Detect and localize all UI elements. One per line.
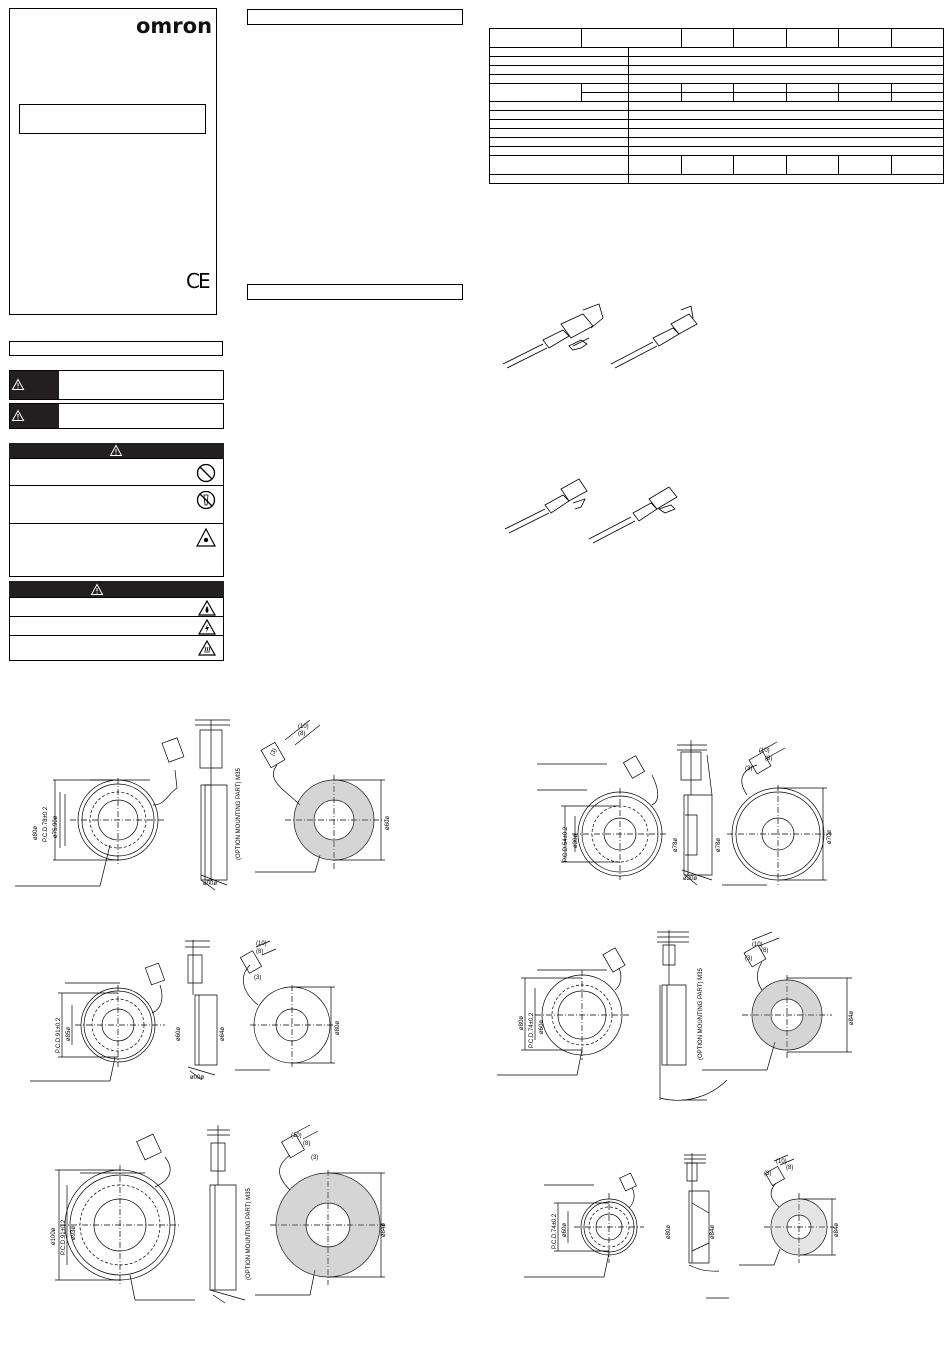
dimension-label: ø80ø <box>335 1021 341 1035</box>
dimension-label: (10) <box>256 941 267 947</box>
dimension-label: ø30ø <box>573 834 579 848</box>
dimension-label: (OPTION MOUNTING PART) M35 <box>698 968 704 1060</box>
dimension-label: ø84ø <box>849 1011 855 1025</box>
dimension-label: ø00ø <box>190 1075 204 1081</box>
dimension-label: ø85ø <box>66 1027 72 1041</box>
caution-row <box>9 635 224 661</box>
cover-panel <box>9 8 217 315</box>
dimension-label: P.C.D.54±0.2 <box>563 826 569 862</box>
dimension-label: ø60ø <box>539 1020 545 1034</box>
dimension-label: (3) <box>270 748 279 757</box>
dimension-label: (8) <box>786 1165 793 1171</box>
dimension-label: ø60ø <box>562 1223 568 1237</box>
light-hazard-icon <box>196 527 216 547</box>
dimension-label: P.C.D.74±0.2 <box>552 1213 558 1249</box>
dimension-label: ø80ø <box>519 1016 525 1030</box>
warning-triangle-icon <box>109 444 123 456</box>
product-name-box <box>19 104 206 134</box>
section-header <box>247 284 463 300</box>
no-disassembly-icon <box>196 490 216 510</box>
caution-table-header <box>9 581 224 597</box>
dimension-drawing-4: (10) (8) (3) ø80ø P.C.D.74±0.2 ø60ø (OPT… <box>497 930 855 1105</box>
dimension-label: (3) <box>745 956 752 962</box>
dimension-label: ø70ø <box>827 830 833 844</box>
dimension-label: ø100ø <box>51 1227 57 1245</box>
electric-shock-icon <box>197 618 217 635</box>
dimension-label: P.C.D.91±0.2 <box>61 1219 67 1255</box>
warning-table-header <box>9 443 224 458</box>
omron-logo: omron <box>136 14 213 38</box>
dimension-drawing-1: (10) (8) (3) ø80ø P.C.D.78±0.2 ø75.90ø ø… <box>15 710 391 890</box>
dimension-label: (10) <box>298 724 309 730</box>
dimension-label: (8) <box>761 948 768 954</box>
dimension-label: ø93ø <box>71 1226 77 1240</box>
section-header <box>247 9 463 25</box>
dimension-label: (10) <box>759 748 770 754</box>
signal-word-label <box>10 371 59 399</box>
signal-word-label <box>10 404 59 428</box>
dimension-label: ø75.90ø <box>53 815 59 838</box>
dimension-label: (OPTION MOUNTING PART) M35 <box>236 768 242 860</box>
dimension-drawing-2: (10) (8) (3) P.C.D.54±0.2 ø30ø ø78ø ø78ø… <box>537 740 833 900</box>
dimension-label: (OPTION MOUNTING PART) M35 <box>246 1188 252 1280</box>
dimension-label: ø84ø <box>381 1223 387 1237</box>
dimension-label: (10) <box>752 942 763 948</box>
caution-row <box>9 616 224 636</box>
hot-surface-icon <box>197 639 217 656</box>
dimension-drawing-3: (10) (8) (3) P.C.D.91±0.2 ø85ø ø60ø ø64ø… <box>30 935 341 1085</box>
dimension-label: (8) <box>303 1141 310 1147</box>
prohibition-icon <box>196 463 216 483</box>
dimension-label: (3) <box>311 1155 318 1161</box>
dimension-label: ø78ø <box>673 838 679 852</box>
dimension-label: ø60ø <box>385 816 391 830</box>
signal-word-caution <box>9 403 224 429</box>
dimension-label: (8) <box>256 949 263 955</box>
dimension-label: (8) <box>298 731 305 737</box>
dimension-label: (3) <box>745 766 752 772</box>
specifications-table <box>489 28 944 184</box>
dimension-drawing-5: (10) (8) (3) ø100ø P.C.D.91±0.2 ø93ø (OP… <box>51 1125 387 1305</box>
dimension-label: ø84ø <box>710 1225 716 1239</box>
dimension-label: ø60ø <box>176 1027 182 1041</box>
dimension-drawing-6: (10) (8) (3) P.C.D.74±0.2 ø60ø ø80ø ø84ø… <box>524 1153 840 1303</box>
warning-row <box>9 523 224 577</box>
safety-section-header <box>9 341 223 356</box>
dimension-label: ø20ø <box>683 876 697 882</box>
warning-row <box>9 485 224 524</box>
dimension-label: ø80ø <box>666 1225 672 1239</box>
dimension-label: (3) <box>764 1171 771 1177</box>
dimension-label: P.C.D.78±0.2 <box>43 806 49 842</box>
warning-row <box>9 458 224 486</box>
dimension-label: P.C.D.91±0.2 <box>56 1017 62 1053</box>
dimension-label: (8) <box>765 756 772 762</box>
ce-mark: CE <box>186 269 211 293</box>
connector-disconnect-illustration <box>504 478 678 544</box>
dimension-label: ø80ø <box>33 826 39 840</box>
dimension-label: ø64ø <box>220 1027 226 1041</box>
dimension-label: (10) <box>291 1133 302 1139</box>
dimension-label: P.C.D.74±0.2 <box>529 1012 535 1048</box>
dimension-label: ø78ø <box>716 838 722 852</box>
warning-triangle-icon <box>90 583 104 595</box>
warning-triangle-icon <box>11 409 25 421</box>
fire-hazard-icon <box>197 599 217 616</box>
dimension-label: ø84ø <box>834 1223 840 1237</box>
dimension-label: (3) <box>254 975 261 981</box>
caution-row <box>9 597 224 617</box>
warning-triangle-icon <box>11 378 25 390</box>
dimension-label: ø00ø <box>203 881 217 887</box>
connector-connect-illustration <box>502 303 698 369</box>
signal-word-warning <box>9 370 224 400</box>
dimension-label: (10) <box>776 1159 787 1165</box>
